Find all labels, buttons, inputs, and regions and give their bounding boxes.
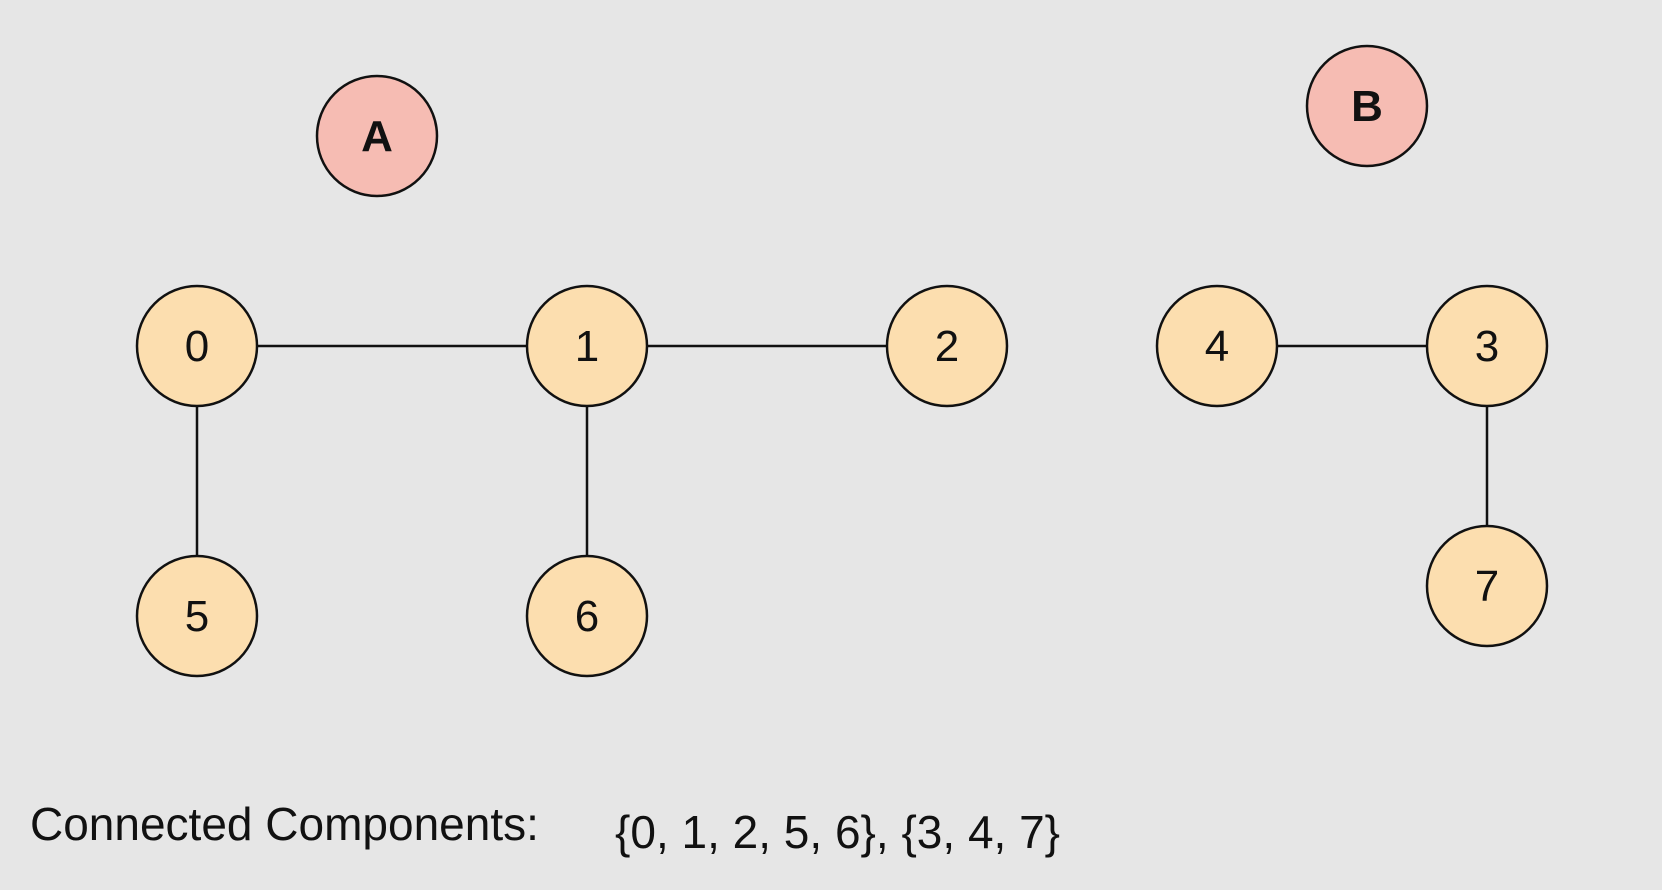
vertex-0-circle: [135, 284, 259, 408]
vertex-1-circle: [525, 284, 649, 408]
component-label-B-circle: [1305, 44, 1429, 168]
vertex-7-circle: [1425, 524, 1549, 648]
vertex-1-label: 1: [575, 322, 599, 371]
component-label-B: B: [1305, 44, 1429, 168]
component-label-A: A: [315, 74, 439, 198]
vertex-5-label: 5: [185, 592, 209, 641]
vertex-7: 7: [1425, 524, 1549, 648]
vertex-0-label: 0: [185, 322, 209, 371]
nodes-layer: 0 1 2 3 4 5 6 7 A B: [135, 44, 1549, 678]
vertex-6-circle: [525, 554, 649, 678]
vertex-5-circle: [135, 554, 259, 678]
vertex-6-label: 6: [575, 592, 599, 641]
vertex-3-label: 3: [1475, 322, 1499, 371]
component-label-B-label: B: [1351, 82, 1383, 131]
vertex-4-circle: [1155, 284, 1279, 408]
vertex-2-circle: [885, 284, 1009, 408]
component-label-A-label: A: [361, 112, 393, 161]
caption: Connected Components: {0, 1, 2, 5, 6}, {…: [30, 798, 1060, 858]
vertex-3: 3: [1425, 284, 1549, 408]
vertex-7-label: 7: [1475, 562, 1499, 611]
vertex-6: 6: [525, 554, 649, 678]
vertex-4-label: 4: [1205, 322, 1229, 371]
vertex-5: 5: [135, 554, 259, 678]
edges-layer: [195, 344, 1489, 616]
vertex-2: 2: [885, 284, 1009, 408]
vertex-2-label: 2: [935, 322, 959, 371]
caption-value: {0, 1, 2, 5, 6}, {3, 4, 7}: [615, 806, 1060, 858]
component-label-A-circle: [315, 74, 439, 198]
vertex-3-circle: [1425, 284, 1549, 408]
vertex-0: 0: [135, 284, 259, 408]
vertex-4: 4: [1155, 284, 1279, 408]
caption-label: Connected Components:: [30, 798, 539, 850]
vertex-1: 1: [525, 284, 649, 408]
